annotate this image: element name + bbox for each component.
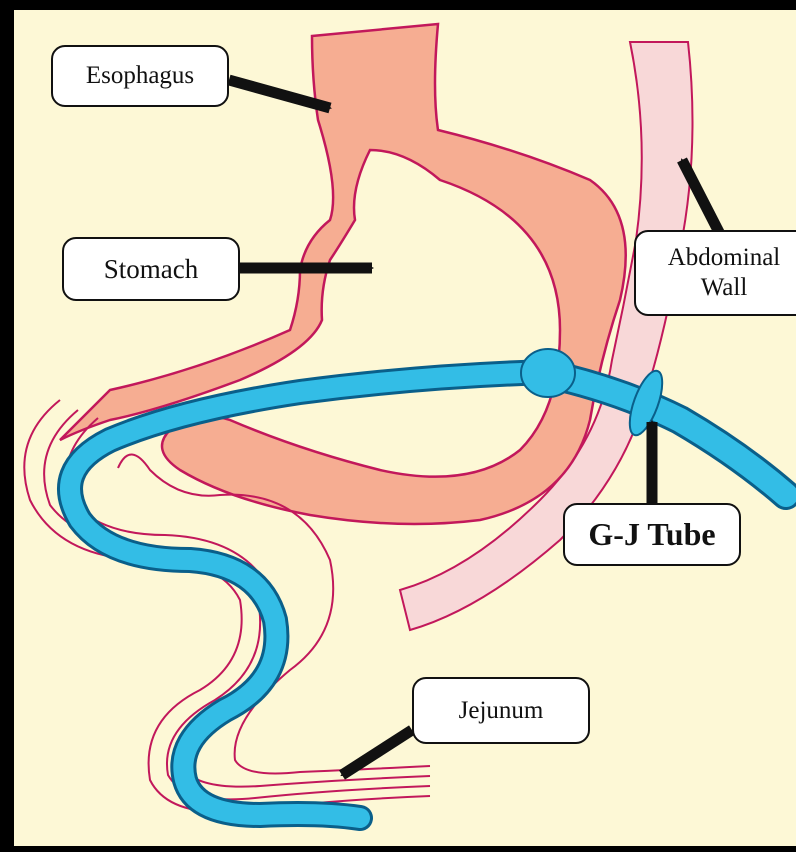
stomach-label: Stomach	[62, 237, 240, 301]
jejunum-label-text: Jejunum	[459, 696, 544, 726]
jejunum-label: Jejunum	[412, 677, 590, 744]
stomach-label-text: Stomach	[104, 253, 199, 285]
esophagus-label: Esophagus	[51, 45, 229, 107]
esophagus-label-text: Esophagus	[86, 61, 194, 91]
abdominal-wall-label-line2: Wall	[701, 273, 748, 303]
abdominal-wall-label: Abdominal Wall	[634, 230, 796, 316]
gj-tube-label-text: G-J Tube	[588, 515, 715, 553]
internal-balloon	[521, 349, 575, 397]
gj-tube-label: G-J Tube	[563, 503, 741, 566]
abdominal-wall-label-line1: Abdominal	[668, 243, 781, 273]
